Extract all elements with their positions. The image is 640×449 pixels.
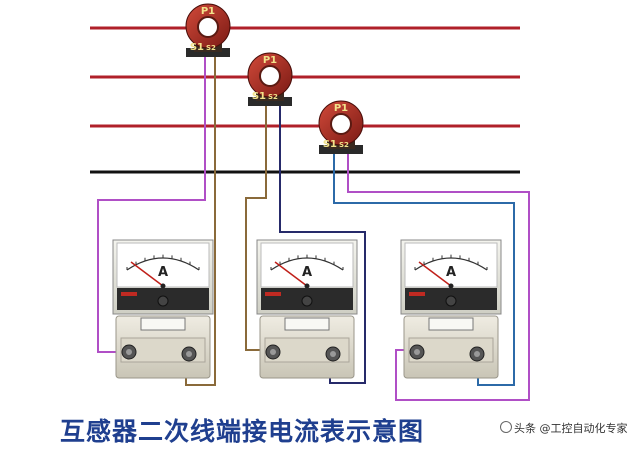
meter-nameplate (428, 317, 474, 331)
screw-head (474, 351, 480, 357)
watermark: 头条 @工控自动化专家 (500, 420, 636, 436)
meter-zero-adjust (301, 295, 313, 307)
ammeter-2: A (256, 239, 358, 379)
meter-brand-mark (265, 292, 281, 296)
ct-core-hole (259, 65, 281, 87)
meter-dial (404, 242, 498, 288)
ct-mount-bracket (248, 97, 292, 106)
meter-needle-pivot (160, 283, 166, 289)
wire-ct1-s1 (97, 55, 206, 353)
wire-ct3-s1-blue (333, 153, 515, 386)
ammeter-3: A (400, 239, 502, 379)
ammeter-1: A (112, 239, 214, 379)
wire-ct2-s1 (245, 104, 268, 351)
meter-unit-label: A (446, 265, 456, 280)
meter-scale-arc (270, 257, 344, 271)
screw-head (414, 349, 420, 355)
meter-zero-adjust (157, 295, 169, 307)
meter-scale-arc (414, 257, 488, 271)
screw-head (270, 349, 276, 355)
meter-brand-mark (121, 292, 137, 296)
ct-core-hole (197, 16, 219, 38)
meter-needle (274, 261, 308, 287)
diagram-caption: 互感器二次线端接电流表示意图 (60, 417, 425, 446)
screw-head (186, 351, 192, 357)
ct-label-s2: S2 (339, 141, 349, 149)
ct-label-s2: S2 (206, 44, 216, 52)
meter-scale-arc (126, 257, 200, 271)
ct-label-s1: S1 (252, 91, 266, 102)
meter-needle-pivot (304, 283, 310, 289)
ct-label-s1: S1 (323, 139, 337, 150)
meter-zero-adjust (445, 295, 457, 307)
ct-core-hole (330, 113, 352, 135)
meter-unit-label: A (158, 265, 168, 280)
ct-label-s1: S1 (190, 42, 204, 53)
power-lines (90, 26, 520, 174)
screw-head (330, 351, 336, 357)
ct-label-p1: P1 (263, 55, 277, 66)
wires (97, 55, 530, 401)
watermark-text: 头条 @工控自动化专家 (514, 422, 628, 435)
meter-dial (116, 242, 210, 288)
meter-needle-pivot (448, 283, 454, 289)
ct-mount-bracket (186, 48, 230, 57)
meter-needle (418, 261, 452, 287)
ct-mount-bracket (319, 145, 363, 154)
screw-head (126, 349, 132, 355)
meter-unit-label: A (302, 265, 312, 280)
meter-nameplate (140, 317, 186, 331)
ct-label-p1: P1 (201, 6, 215, 17)
ct-label-p1: P1 (334, 103, 348, 114)
meter-brand-mark (409, 292, 425, 296)
meter-needle (130, 261, 164, 287)
watermark-logo-icon (500, 421, 512, 433)
ct-label-s2: S2 (268, 93, 278, 101)
meter-nameplate (284, 317, 330, 331)
wire-ct3-s2-purple (347, 153, 530, 401)
